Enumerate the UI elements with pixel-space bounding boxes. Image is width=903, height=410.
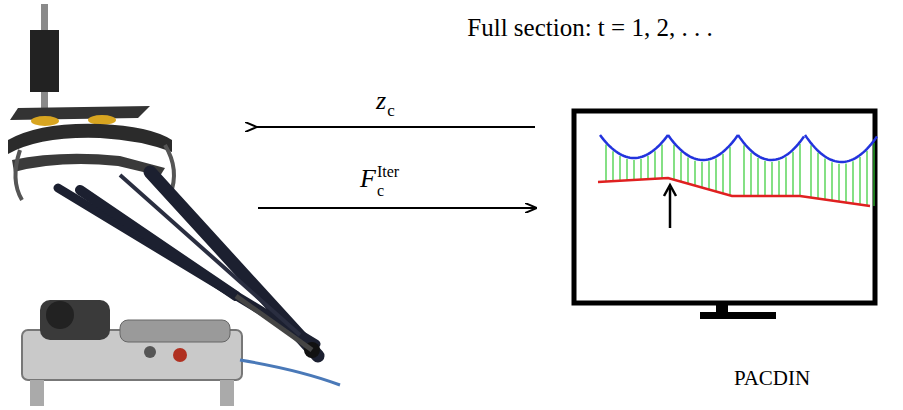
symbol: z — [376, 86, 386, 115]
signal-label: zc — [376, 86, 395, 116]
index-stack: Iter c — [377, 164, 399, 199]
pantograph — [8, 4, 340, 406]
monitor-graphic — [566, 104, 882, 404]
title: Full section: t = 1, 2, . . . — [330, 14, 850, 42]
monitor-display: PACDIN — [566, 104, 882, 404]
symbol: F — [360, 164, 376, 193]
signal-arrow — [258, 207, 536, 209]
signal-arrow — [256, 126, 535, 128]
signal-label: FIter c — [360, 164, 399, 199]
subscript: c — [387, 101, 395, 120]
subscript: c — [377, 183, 399, 199]
node-label: PACDIN — [566, 366, 882, 391]
superscript: Iter — [377, 164, 399, 180]
